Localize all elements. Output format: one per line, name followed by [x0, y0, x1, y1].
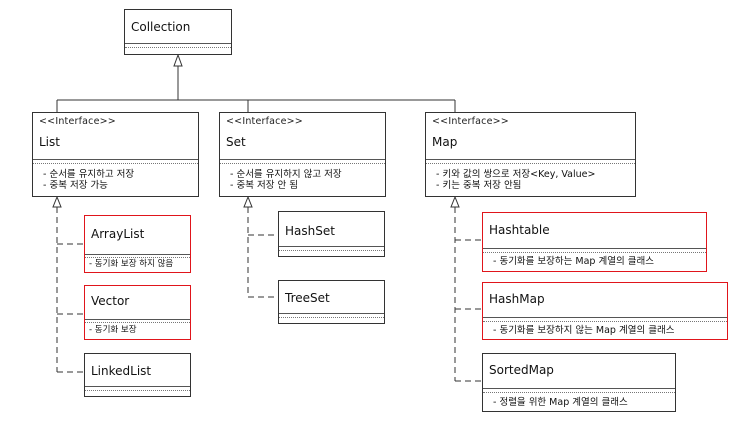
map-realizations	[454, 207, 482, 382]
list-note-1: - 순서를 유지하고 저장	[43, 169, 135, 180]
hashmap-note: - 동기화를 보장하지 않는 Map 계열의 클래스	[493, 325, 675, 336]
linkedlist-class-box: LinkedList	[84, 353, 191, 397]
hashmap-class-box: HashMap - 동기화를 보장하지 않는 Map 계열의 클래스	[482, 282, 728, 340]
map-title: Map	[432, 135, 458, 149]
list-stereotype: <<Interface>>	[39, 116, 116, 127]
list-note-2: - 중복 저장 가능	[43, 180, 108, 191]
treeset-title: TreeSet	[285, 291, 330, 305]
linkedlist-title: LinkedList	[91, 364, 152, 378]
map-note-1: - 키와 값의 쌍으로 저장<Key, Value>	[436, 169, 596, 180]
set-note-1: - 순서를 유지하지 않고 저장	[230, 169, 342, 180]
hashtable-class-box: Hashtable - 동기화를 보장하는 Map 계열의 클래스	[482, 212, 707, 272]
collection-generalization	[56, 53, 456, 112]
list-realization-arrowhead	[52, 195, 62, 208]
vector-note: - 동기화 보장	[89, 325, 137, 335]
hashset-title: HashSet	[285, 224, 335, 238]
list-interface-box: <<Interface>> List - 순서를 유지하고 저장 - 중복 저장…	[32, 112, 199, 197]
map-stereotype: <<Interface>>	[432, 116, 509, 127]
list-title: List	[39, 135, 60, 149]
hashtable-note: - 동기화를 보장하는 Map 계열의 클래스	[493, 256, 654, 267]
set-stereotype: <<Interface>>	[226, 116, 303, 127]
map-note-2: - 키는 중복 저장 안됨	[436, 180, 522, 191]
hashtable-title: Hashtable	[489, 223, 550, 237]
set-note-2: - 중복 저장 안 됨	[230, 180, 298, 191]
map-interface-box: <<Interface>> Map - 키와 값의 쌍으로 저장<Key, Va…	[425, 112, 636, 197]
vector-class-box: Vector - 동기화 보장	[84, 285, 191, 340]
sortedmap-title: SortedMap	[489, 363, 554, 377]
vector-title: Vector	[91, 294, 130, 308]
collection-title: Collection	[131, 20, 191, 34]
hashset-class-box: HashSet	[278, 211, 385, 257]
collection-box: Collection	[124, 9, 232, 55]
arraylist-title: ArrayList	[91, 227, 145, 241]
set-realization-arrowhead	[243, 195, 253, 208]
arraylist-note: - 동기화 보장 하지 않음	[89, 259, 174, 269]
set-interface-box: <<Interface>> Set - 순서를 유지하지 않고 저장 - 중복 …	[219, 112, 386, 197]
list-realizations	[56, 207, 84, 373]
treeset-class-box: TreeSet	[278, 280, 385, 324]
hashmap-title: HashMap	[489, 292, 545, 306]
set-realizations	[247, 207, 278, 298]
sortedmap-class-box: SortedMap - 정렬을 위한 Map 계열의 클래스	[482, 353, 676, 412]
sortedmap-note: - 정렬을 위한 Map 계열의 클래스	[493, 397, 628, 408]
set-title: Set	[226, 135, 246, 149]
map-realization-arrowhead	[450, 195, 460, 208]
arraylist-class-box: ArrayList - 동기화 보장 하지 않음	[84, 215, 191, 273]
